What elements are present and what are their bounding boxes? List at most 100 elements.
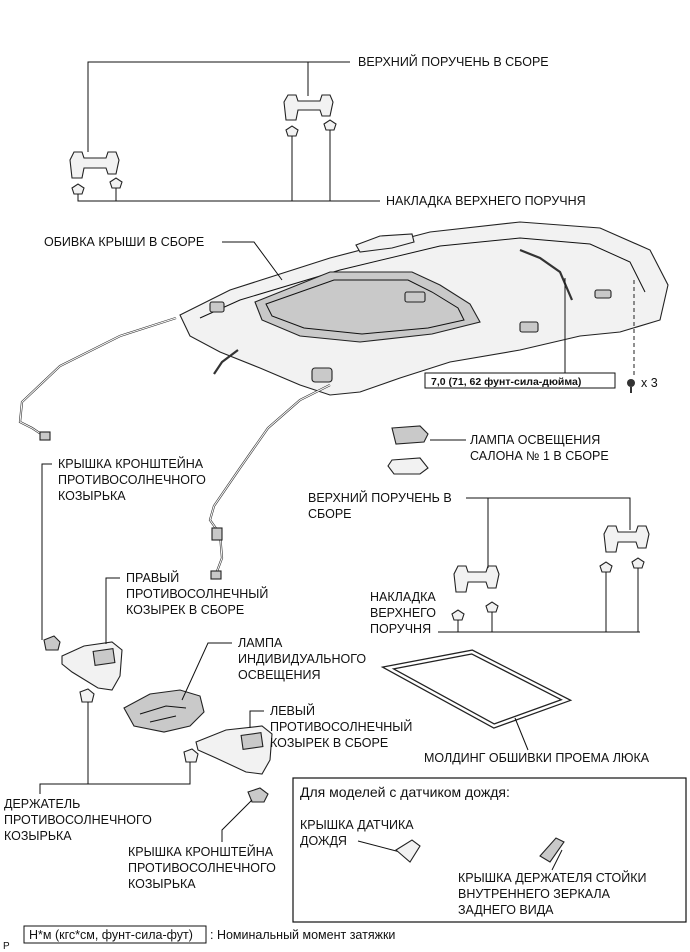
label-visor-holder-2: ПРОТИВОСОЛНЕЧНОГО <box>4 813 152 827</box>
label-sensor-cover-1: КРЫШКА ДАТЧИКА <box>300 818 414 832</box>
label-mirror-cover-2: ВНУТРЕННЕГО ЗЕРКАЛА <box>458 887 611 901</box>
label-roof-headlining: ОБИВКА КРЫШИ В СБОРЕ <box>44 235 204 249</box>
visor-bracket-cover-bottom-part <box>247 787 269 803</box>
room-lamp-group: ЛАМПА ОСВЕЩЕНИЯ САЛОНА № 1 В СБОРЕ <box>387 425 609 475</box>
label-left-visor-3: КОЗЫРЕК В СБОРЕ <box>270 736 388 750</box>
visor-bracket-cover-left-group: КРЫШКА КРОНШТЕЙНА ПРОТИВОСОЛНЕЧНОГО КОЗЫ… <box>41 456 206 651</box>
label-upper-handle-right-1: ВЕРХНИЙ ПОРУЧЕНЬ В <box>308 490 452 505</box>
leader-roof-headlining <box>222 241 283 281</box>
wire-harness-right <box>208 384 331 575</box>
map-lamp-detail <box>139 705 187 723</box>
label-map-lamp-2: ИНДИВИДУАЛЬНОГО <box>238 652 366 666</box>
right-visor-mirror <box>92 648 116 666</box>
legend: Н*м (кгс*см, фунт-сила-фут) : Номинальны… <box>3 925 395 952</box>
leader-mirror-cover <box>551 849 563 871</box>
rain-sensor-box: Для моделей с датчиком дождя: КРЫШКА ДАТ… <box>292 777 687 923</box>
label-left-visor-1: ЛЕВЫЙ <box>270 703 315 718</box>
visor-holder-group: ДЕРЖАТЕЛЬ ПРОТИВОСОЛНЕЧНОГО КОЗЫРЬКА <box>4 688 199 843</box>
label-visor-bracket-cover-left-1: КРЫШКА КРОНШТЕЙНА <box>58 456 204 471</box>
leader-right-visor <box>105 577 120 644</box>
leader-upper-handle-right <box>487 497 631 568</box>
label-handle-cover-right-3: ПОРУЧНЯ <box>370 622 431 636</box>
legend-unit-box <box>23 925 207 944</box>
clip-quantity: x 3 <box>641 376 658 390</box>
left-visor-mirror <box>240 732 264 750</box>
label-mirror-cover-3: ЗАДНЕГО ВИДА <box>458 903 554 917</box>
visor-holder-part-1 <box>79 688 95 703</box>
room-lamp-lens <box>387 457 429 475</box>
wire-harness-group <box>18 316 331 580</box>
leader-handle-cover-top <box>77 194 380 202</box>
wire-connector-mid <box>211 527 223 541</box>
label-handle-cover-right-1: НАКЛАДКА <box>370 590 436 604</box>
roof-wire-harness-rear <box>519 248 574 301</box>
label-map-lamp-3: ОСВЕЩЕНИЯ <box>238 668 321 682</box>
visor-holder-part-2 <box>183 748 199 763</box>
label-sunroof-molding: МОЛДИНГ ОБШИВКИ ПРОЕМА ЛЮКА <box>424 751 650 765</box>
leader-upper-handle-top <box>87 61 350 152</box>
mirror-cover-part <box>539 837 565 863</box>
handle-cover-right-1 <box>451 609 465 621</box>
label-map-lamp-1: ЛАМПА <box>238 636 283 650</box>
map-lamp-group: ЛАМПА ИНДИВИДУАЛЬНОГО ОСВЕЩЕНИЯ <box>123 636 366 733</box>
label-handle-cover-right-2: ВЕРХНЕГО <box>370 606 436 620</box>
leader-map-lamp <box>181 642 232 701</box>
label-visor-bracket-cover-left-2: ПРОТИВОСОЛНЕЧНОГО <box>58 473 206 487</box>
map-lamp-part <box>123 689 205 733</box>
visor-bracket-cover-left-part <box>43 635 61 651</box>
handle-cover-clip-2 <box>109 177 123 189</box>
handle-cover-right-3 <box>599 561 613 573</box>
roof-bracket-4 <box>311 367 333 383</box>
label-upper-handle-top: ВЕРХНИЙ ПОРУЧЕНЬ В СБОРЕ <box>358 54 549 69</box>
label-visor-holder-3: КОЗЫРЬКА <box>4 829 72 843</box>
room-lamp-part <box>391 425 429 445</box>
corner-mark: P <box>3 941 10 952</box>
label-visor-bracket-cover-bottom-3: КОЗЫРЬКА <box>128 877 196 891</box>
wire-connector-left <box>39 431 51 441</box>
upper-handle-right-part <box>283 94 334 121</box>
leader-visor-bracket-cover-bottom <box>221 799 253 842</box>
roof-bracket-5 <box>209 301 225 313</box>
label-right-visor-2: ПРОТИВОСОЛНЕЧНЫЙ <box>126 586 268 601</box>
label-room-lamp-2: САЛОНА № 1 В СБОРЕ <box>470 449 609 463</box>
label-right-visor-3: КОЗЫРЕК В СБОРЕ <box>126 603 244 617</box>
sunroof-opening <box>254 271 481 343</box>
sunroof-molding-group: МОЛДИНГ ОБШИВКИ ПРОЕМА ЛЮКА <box>380 649 650 765</box>
visor-bracket-cover-bottom-group: КРЫШКА КРОНШТЕЙНА ПРОТИВОСОЛНЕЧНОГО КОЗЫ… <box>128 787 276 891</box>
roof-bracket-1 <box>404 291 426 303</box>
label-mirror-cover-1: КРЫШКА ДЕРЖАТЕЛЯ СТОЙКИ <box>458 870 646 885</box>
sunroof-opening-inner <box>265 279 465 335</box>
label-visor-bracket-cover-left-3: КОЗЫРЬКА <box>58 489 126 503</box>
handle-cover-right-2 <box>485 601 499 613</box>
roof-bracket-2 <box>519 321 539 333</box>
upper-handle-left-part <box>69 151 120 179</box>
leader-sunroof-molding <box>514 717 529 751</box>
upper-handle-right-a <box>453 565 500 593</box>
upper-handle-right-group: ВЕРХНИЙ ПОРУЧЕНЬ В СБОРЕ НАКЛАДКА ВЕРХНЕ… <box>308 490 650 636</box>
roof-headlining-group: ОБИВКА КРЫШИ В СБОРЕ 7,0 (71, 62 фунт-си… <box>44 221 669 396</box>
label-left-visor-2: ПРОТИВОСОЛНЕЧНЫЙ <box>270 719 412 734</box>
label-visor-bracket-cover-bottom-2: ПРОТИВОСОЛНЕЧНОГО <box>128 861 276 875</box>
upper-handle-right-b <box>603 525 650 553</box>
wire-harness-left <box>18 316 177 437</box>
torque-spec-box <box>424 372 616 389</box>
handle-cover-right-4 <box>631 557 645 569</box>
label-right-visor-1: ПРАВЫЙ <box>126 570 179 585</box>
roof-bracket-3 <box>594 289 612 299</box>
leader-left-visor <box>249 710 264 728</box>
roof-inner-edge <box>199 237 646 319</box>
label-sensor-cover-2: ДОЖДЯ <box>300 834 347 848</box>
left-visor-group: ЛЕВЫЙ ПРОТИВОСОЛНЕЧНЫЙ КОЗЫРЕК В СБОРЕ <box>195 703 412 775</box>
legend-description: : Номинальный момент затяжки <box>210 928 395 942</box>
clip-icon <box>627 379 635 393</box>
label-visor-holder-1: ДЕРЖАТЕЛЬ <box>4 797 80 811</box>
torque-spec-text: 7,0 (71, 62 фунт-сила-дюйма) <box>431 376 581 388</box>
upper-handle-top-group: ВЕРХНИЙ ПОРУЧЕНЬ В СБОРЕ НАКЛАДКА ВЕРХНЕ… <box>69 54 586 208</box>
handle-cover-clip-4 <box>323 119 337 131</box>
wire-branch <box>213 349 239 375</box>
rain-sensor-title: Для моделей с датчиком дождя: <box>300 784 510 800</box>
wire-connector-right <box>210 570 222 580</box>
handle-cover-clip-1 <box>71 183 85 195</box>
label-upper-handle-right-2: СБОРЕ <box>308 507 352 521</box>
